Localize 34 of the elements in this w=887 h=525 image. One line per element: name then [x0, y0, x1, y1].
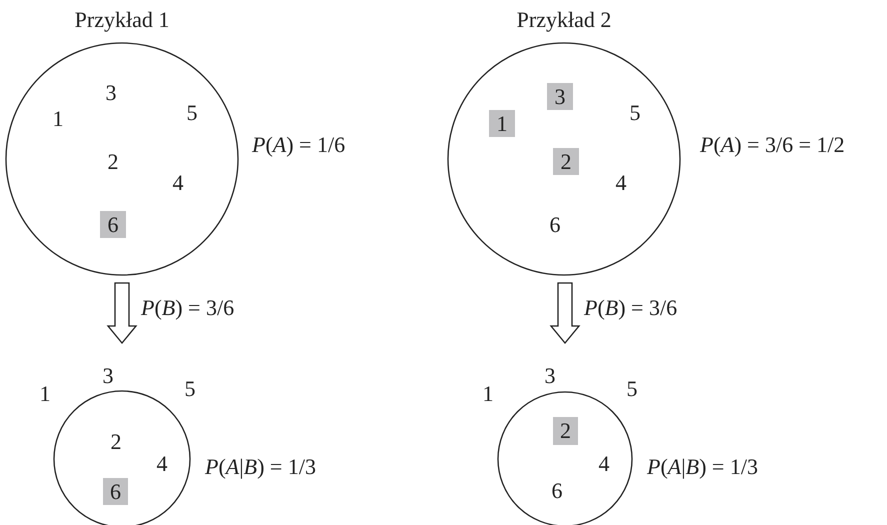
number-label: 3 — [102, 365, 114, 387]
heading: Przykład 1 — [74, 9, 170, 31]
number-label: 6 — [552, 480, 562, 502]
number-label: 3 — [106, 82, 116, 104]
number-label: 5 — [626, 378, 638, 400]
highlighted-number: 6 — [100, 211, 126, 238]
highlighted-number: 3 — [547, 83, 573, 110]
number-label: 2 — [108, 151, 118, 173]
highlighted-number: 2 — [553, 417, 578, 445]
edge-label: P(B) = 3/6 — [141, 297, 234, 319]
highlighted-number: 6 — [103, 478, 128, 505]
hollow-arrow — [550, 282, 580, 344]
number-label: 6 — [550, 214, 560, 236]
highlighted-number: 2 — [553, 148, 579, 175]
heading: Przykład 2 — [516, 9, 612, 31]
hollow-arrow — [106, 282, 138, 344]
number-label: 4 — [172, 172, 184, 194]
edge-label: P(B) = 3/6 — [584, 297, 678, 319]
number-label: 4 — [156, 453, 168, 475]
number-label: 4 — [598, 453, 610, 475]
number-label: 5 — [630, 102, 640, 124]
probability-label: P(A|B) = 1/3 — [205, 456, 316, 478]
number-label: 5 — [184, 378, 196, 400]
number-label: 1 — [52, 108, 64, 130]
highlighted-number: 1 — [489, 110, 515, 137]
number-label: 1 — [40, 383, 50, 405]
probability-label: P(A) = 3/6 = 1/2 — [700, 134, 845, 156]
number-label: 4 — [616, 172, 626, 194]
number-label: 5 — [186, 102, 198, 124]
number-label: 2 — [110, 431, 122, 453]
number-label: 3 — [544, 365, 556, 387]
number-label: 1 — [482, 383, 494, 405]
probability-label: P(A|B) = 1/3 — [647, 456, 758, 478]
probability-label: P(A) = 1/6 — [252, 134, 346, 156]
